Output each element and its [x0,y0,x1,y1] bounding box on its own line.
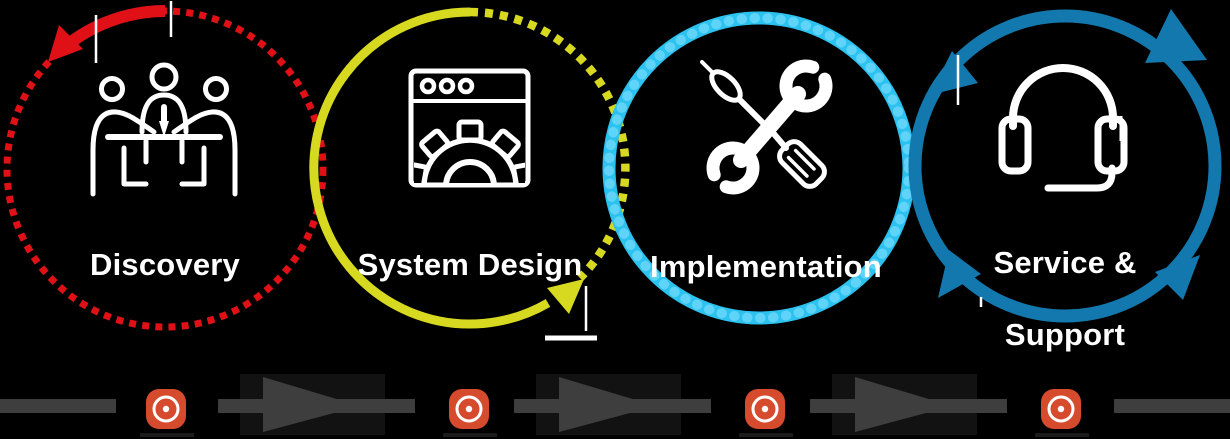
timeline-bullseye [443,389,497,437]
timeline-bullseye [1035,389,1089,437]
service-ring-band [908,9,1222,323]
headset-icon [998,64,1128,192]
design-arrowhead-icon [547,279,584,314]
tools-icon [700,59,833,195]
timeline-bar-right [1114,399,1230,413]
design-solid-arc [309,7,551,329]
stage-label-text-line2: Support [1004,317,1126,352]
stage-label-text: Implementation [650,249,882,284]
timeline [0,374,1230,437]
service-support-ring [908,9,1222,323]
meeting-people-icon [90,62,238,197]
timeline-arrow [218,374,415,435]
timeline-arrow [514,374,711,435]
service-arrowhead-bottom-right [1155,255,1200,300]
timeline-arrow [810,374,1007,435]
system-design-ring [309,7,630,329]
timeline-bullseye [140,389,194,437]
discovery-arrowhead-icon [48,25,83,62]
service-arrowhead-bottom-left [938,250,981,298]
timeline-bar-left [0,399,116,413]
browser-gear-icon [408,68,531,188]
discovery-arrow-arc [62,5,166,51]
stage-label-text: Discovery [89,247,240,282]
stage-label-text-line1: Service & [993,245,1137,280]
connector-lines [94,1,1123,341]
design-dotted-arc [469,7,630,281]
service-arrowhead-top-right [1145,9,1207,63]
discovery-ring [3,5,327,331]
stage-label-system-design: System Design [320,211,620,283]
timeline-bullseye [739,389,793,437]
wrench-icon [706,59,833,195]
stage-label-discovery: Discovery [15,211,315,283]
service-arrowhead-top-left [930,51,978,95]
stage-label-service-support: Service & Support [915,209,1215,389]
gear-icon [414,119,525,183]
stage-label-text: System Design [357,247,583,282]
stage-label-implementation: Implementation [616,213,916,285]
